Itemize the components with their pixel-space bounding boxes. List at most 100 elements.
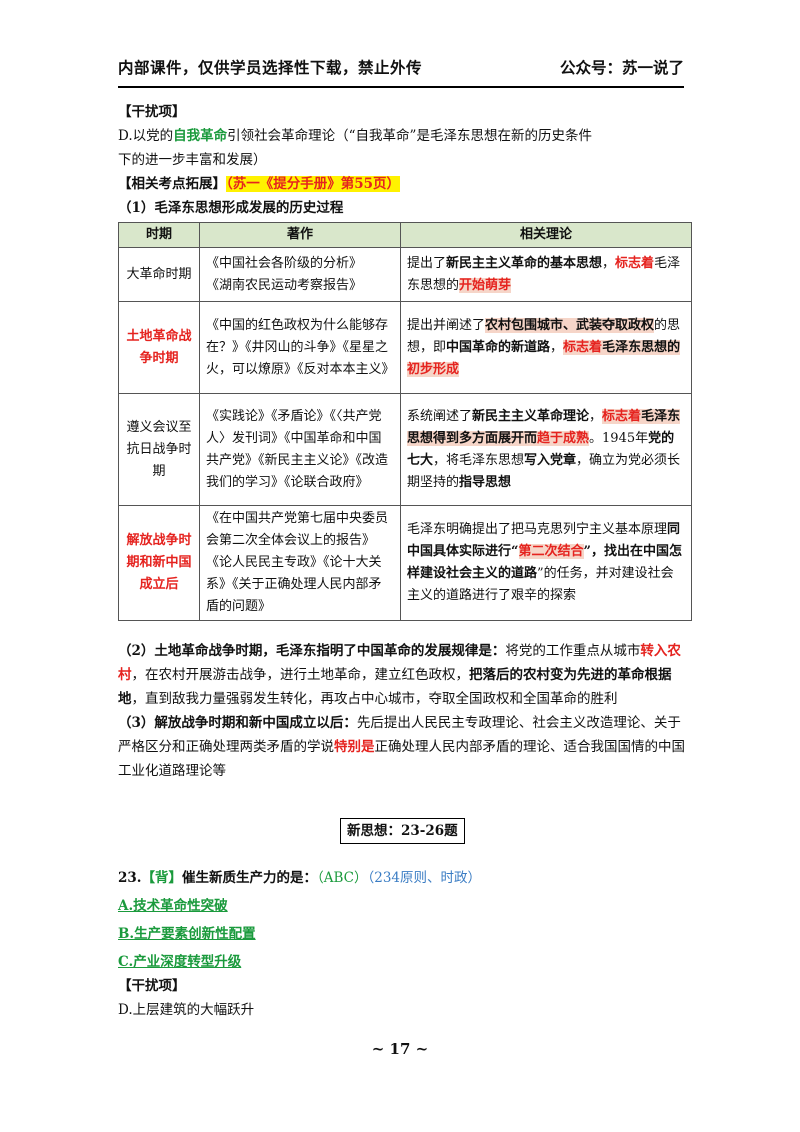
distractor-d-prefix: D.以党的	[118, 128, 174, 144]
q23-distractor: D.上层建筑的大幅跃升	[118, 1002, 255, 1018]
para2-text: 的胜利	[577, 691, 618, 707]
extension-heading-line: 【相关考点拓展】（苏一《提分手册》第55页）	[118, 172, 690, 196]
page-number: ~ 17 ~	[371, 1040, 429, 1058]
theory-text: ，	[589, 408, 603, 424]
theory-bold: ，找出在中	[591, 544, 657, 559]
theory-text: 的思想，即	[407, 317, 681, 355]
theory-text: ，	[602, 255, 616, 271]
table-row: 土地革命战争时期 《中国的红色政权为什么能够存在？》《井冈山的斗争》《星星之火，…	[118, 301, 692, 394]
question-23: 23.【背】催生新质生产力的是：（ABC）（234原则、时政） A.技术革命性突…	[118, 866, 690, 1022]
theory-highlight: 毛泽东思想的	[602, 339, 681, 355]
works-cell: 《中国社会各阶级的分析》 《湖南农民运动考察报告》	[199, 247, 401, 302]
para2-bold: 把落后的农村变为先进	[469, 667, 604, 683]
para2-text: 将党的工作重点从城市	[505, 643, 641, 659]
table-row: 大革命时期 《中国社会各阶级的分析》 《湖南农民运动考察报告》 提出了新民主主义…	[118, 247, 692, 302]
q23-distractor-heading: 【干扰项】	[118, 978, 186, 994]
table-header-theory: 相关理论	[400, 222, 692, 248]
theory-cell: 提出了新民主主义革命的基本思想，标志着毛泽东思想的开始萌芽	[400, 247, 692, 302]
period-cell: 解放战争时期和新中国成立后	[118, 505, 200, 621]
q23-note: （234原则、时政）	[367, 870, 482, 886]
theory-bold: “	[511, 544, 519, 559]
theory-bold: 新民主主义革命的基本思想	[446, 255, 603, 271]
table-row: 解放战争时期和新中国成立后 《在中国共产党第七届中央委员会第二次全体会议上的报告…	[118, 505, 692, 621]
distractor-d-rest: 引领社会革命理论（“自我革命”是毛泽东思想在新的历史条件	[227, 128, 592, 144]
table-header-row: 时期 著作 相关理论	[118, 222, 692, 248]
theory-bold: ”	[583, 544, 591, 559]
theory-highlight: 开始萌芽	[459, 277, 512, 293]
q23-option-a: A.技术革命性突破	[118, 898, 228, 914]
theory-highlight: 趋于成熟	[537, 430, 590, 446]
para3-red: 特别是	[334, 739, 375, 755]
para2-bold: 的革命根据地	[118, 667, 672, 707]
theory-text: 系统阐述了	[407, 408, 473, 424]
works-item: 《中国社会各阶级的分析》	[206, 255, 363, 271]
para2: （2）土地革命战争时期，毛泽东指明了中国革命的发展规律是：将党的工作重点从城市转…	[118, 639, 690, 711]
theory-cell: 提出并阐述了农村包围城市、武装夺取政权的思想，即中国革命的新道路，标志着毛泽东思…	[400, 301, 692, 394]
works-cell: 《在中国共产党第七届中央委员会第二次全体会议上的报告》《论人民民主专政》《论十大…	[199, 505, 401, 621]
theory-red: 标志着	[615, 255, 655, 271]
distractor-heading: 【干扰项】	[118, 104, 186, 120]
history-table: 时期 著作 相关理论 大革命时期 《中国社会各阶级的分析》 《湖南农民运动考察报…	[118, 222, 692, 621]
para3-lead: （3）解放战争时期和新中国成立以后：	[118, 715, 357, 731]
theory-text: 。1945年	[589, 430, 649, 446]
q23-answer: （ABC）	[317, 870, 368, 886]
works-cell: 《中国的红色政权为什么能够存在？》《井冈山的斗争》《星星之火，可以燎原》《反对本…	[199, 301, 401, 394]
theory-text: ，将毛泽东思想	[433, 452, 525, 468]
theory-text: ，	[550, 339, 564, 355]
theory-text: ，确立为党必须长期坚持的	[407, 452, 681, 490]
theory-text: 提出了	[407, 255, 447, 271]
page-content: 【干扰项】 D.以党的自我革命引领社会革命理论（“自我革命”是毛泽东思想在新的历…	[118, 100, 692, 783]
q23-stem-line: 23.【背】催生新质生产力的是：（ABC）（234原则、时政）	[118, 866, 690, 890]
theory-text: 毛	[654, 255, 668, 271]
distractor-d: D.以党的自我革命引领社会革命理论（“自我革命”是毛泽东思想在新的历史条件	[118, 124, 690, 148]
q23-number: 23.	[118, 870, 142, 886]
theory-bold: 新民主主义革命理论	[472, 408, 590, 424]
theory-highlight: 标志着	[602, 408, 642, 424]
theory-highlight: 标志着	[563, 339, 603, 355]
header-notice: 内部课件，仅供学员选择性下载，禁止外传	[118, 59, 423, 77]
page-header: 内部课件，仅供学员选择性下载，禁止外传 公众号：苏一说了	[118, 56, 684, 88]
table-header-period: 时期	[118, 222, 200, 248]
theory-highlight: 农村包围城市、武装夺取政权	[485, 317, 655, 333]
q23-option-b: B.生产要素创新性配置	[118, 926, 256, 942]
theory-highlight: 初步形成	[407, 361, 460, 377]
works-item: 《湖南农民运动考察报告》	[206, 277, 363, 293]
theory-bold: 中国革命的新道路	[446, 339, 551, 355]
theory-bold: 党的七大	[407, 430, 675, 468]
para2-text: ，直到敌我力量强弱发生转化，再攻占中心城市，夺取全国政权和全国革命	[131, 691, 578, 707]
header-account: 公众号：苏一说了	[559, 59, 684, 77]
extension-subheading: （1）毛泽东思想形成发展的历史过程	[118, 200, 344, 216]
period-cell: 遵义会议至抗日战争时期	[118, 393, 200, 506]
theory-text: ”的任务，并对建设社会主义的道路进行了艰辛的探索	[407, 566, 674, 603]
theory-cell: 毛泽东明确提出了把马克思列宁主义基本原理同中国具体实际进行“第二次结合”，找出在…	[400, 505, 692, 621]
table-header-works: 著作	[199, 222, 401, 248]
period-cell: 土地革命战争时期	[118, 301, 200, 394]
para2-red: 转入农村	[118, 643, 681, 683]
section-box: 新思想：23-26题	[340, 818, 465, 844]
theory-bold: 写入党章	[524, 452, 577, 468]
q23-stem: 催生新质生产力的是：	[182, 870, 317, 886]
para3-text: 关于严格区分和正确处理两类矛盾的学说	[118, 715, 681, 755]
theory-bold: 同中国具体实际进行	[407, 522, 681, 559]
theory-text: 毛泽东明确提出了把马克思列宁主义基本原理	[407, 522, 668, 537]
theory-text: 泽东思想的	[407, 255, 681, 293]
para3-text: 正确处理人民内部矛盾的理论、适合我国	[374, 739, 618, 755]
para3-text: 先后提出人民民主专政理论、社会主义改造理论、	[356, 715, 654, 731]
para2-lead: （2）土地革命战争时期，毛泽东指明了中国革命的发展规律是：	[118, 643, 506, 659]
table-row: 遵义会议至抗日战争时期 《实践论》《矛盾论》《〈共产党人〉发刊词》《中国革命和中…	[118, 393, 692, 506]
works-cell: 《实践论》《矛盾论》《〈共产党人〉发刊词》《中国革命和中国共产党》《新民主主义论…	[199, 393, 401, 506]
para2-text: ，在农村开展游击战争，进行土地革命，建立红色政权，	[131, 667, 470, 683]
theory-text: 提出并阐述了	[407, 317, 486, 333]
header-rule	[118, 86, 684, 88]
para3: （3）解放战争时期和新中国成立以后：先后提出人民民主专政理论、社会主义改造理论、…	[118, 711, 690, 783]
distractor-d-green: 自我革命	[173, 128, 228, 144]
theory-highlight: 第二次结合	[518, 544, 584, 559]
q23-option-c: C.产业深度转型升级	[118, 954, 242, 970]
para3-text: 国情的中国工业化道路理论等	[118, 739, 685, 779]
extension-source: （苏一《提分手册》第55页）	[226, 176, 401, 192]
theory-bold: 国怎样建设社会主义的道路	[407, 544, 683, 581]
period-cell: 大革命时期	[118, 247, 200, 302]
extension-heading: 【相关考点拓展】	[118, 176, 226, 192]
q23-tag: 【背】	[141, 870, 183, 886]
theory-bold: 指导思想	[459, 474, 512, 490]
